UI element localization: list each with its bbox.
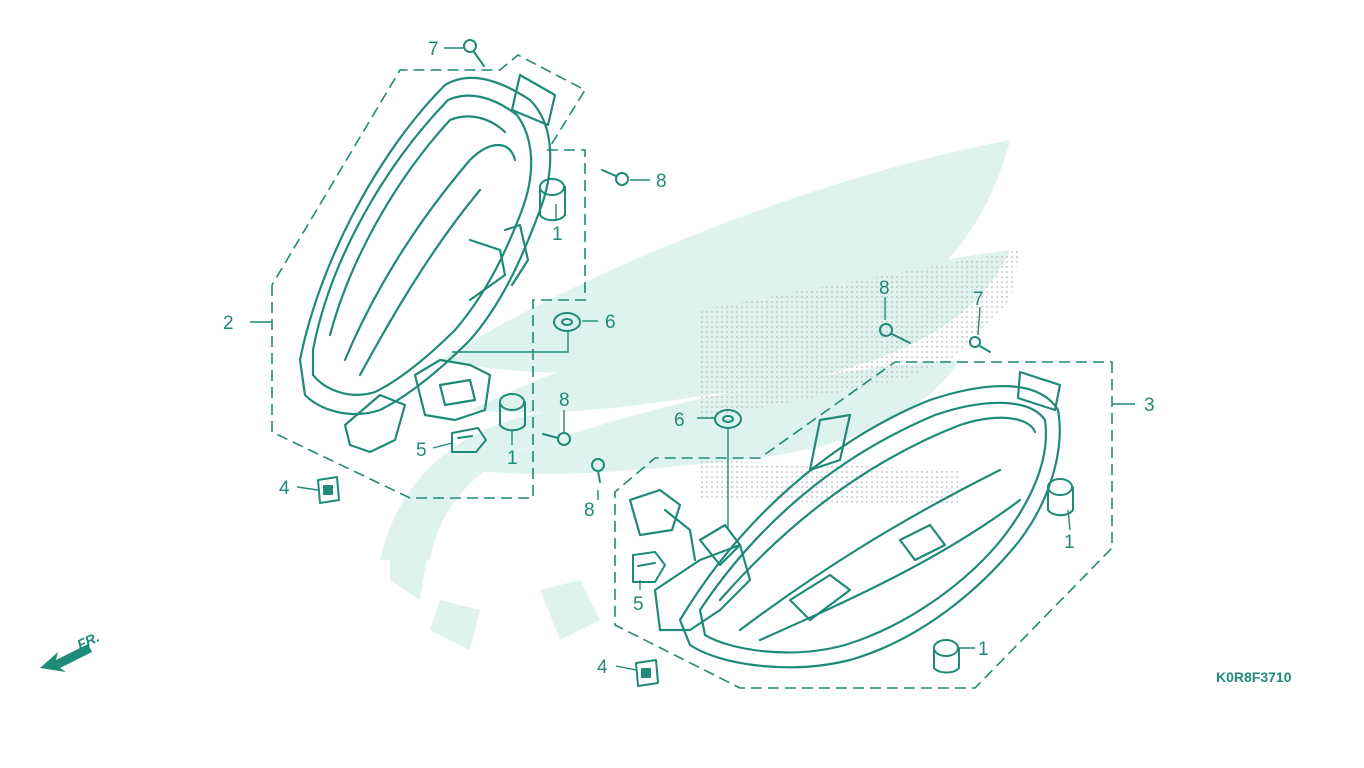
socket-icon (632, 551, 666, 583)
callout-7-left: 7 (428, 39, 439, 60)
screw-icon (591, 323, 991, 483)
callout-1-right-top: 1 (1064, 532, 1075, 553)
screw-icon (463, 39, 629, 446)
callout-1-right-bottom: 1 (978, 639, 989, 660)
direction-label: FR. (75, 629, 102, 653)
callout-5-right: 5 (633, 594, 644, 615)
callout-4-left: 4 (279, 478, 290, 499)
group-bracket-3 (614, 361, 1113, 689)
leader-lines (250, 47, 1135, 671)
arrow-left-icon (40, 644, 92, 672)
callout-1-left-bottom: 1 (507, 448, 518, 469)
callouts: 7 8 1 2 6 8 1 5 4 6 8 8 7 3 1 5 1 4 (223, 39, 1155, 678)
clip-nut-icon (317, 476, 340, 504)
group-bracket-2 (271, 54, 587, 499)
clip-nut-icon (635, 659, 659, 687)
callout-2: 2 (223, 313, 234, 334)
callout-4-right: 4 (597, 657, 608, 678)
callout-7-right: 7 (973, 289, 984, 310)
grommet-icon (553, 312, 581, 332)
callout-8-left-bottom: 8 (559, 390, 570, 411)
socket-icon (451, 427, 487, 453)
callout-3: 3 (1144, 395, 1155, 416)
honda-watermark (380, 140, 1020, 650)
drawing-code: K0R8F3710 (1216, 669, 1292, 685)
callout-6-left: 6 (605, 312, 616, 333)
right-tail-light-assembly (591, 323, 1113, 689)
callout-8-right-top: 8 (879, 278, 890, 299)
left-tail-light-assembly (271, 39, 629, 504)
callout-1-left-top: 1 (552, 224, 563, 245)
callout-6-right: 6 (674, 410, 685, 431)
callout-5-left: 5 (416, 440, 427, 461)
callout-8-right-bottom: 8 (584, 500, 595, 521)
front-direction-indicator: FR. (40, 629, 102, 672)
callout-8-left-top: 8 (656, 171, 667, 192)
